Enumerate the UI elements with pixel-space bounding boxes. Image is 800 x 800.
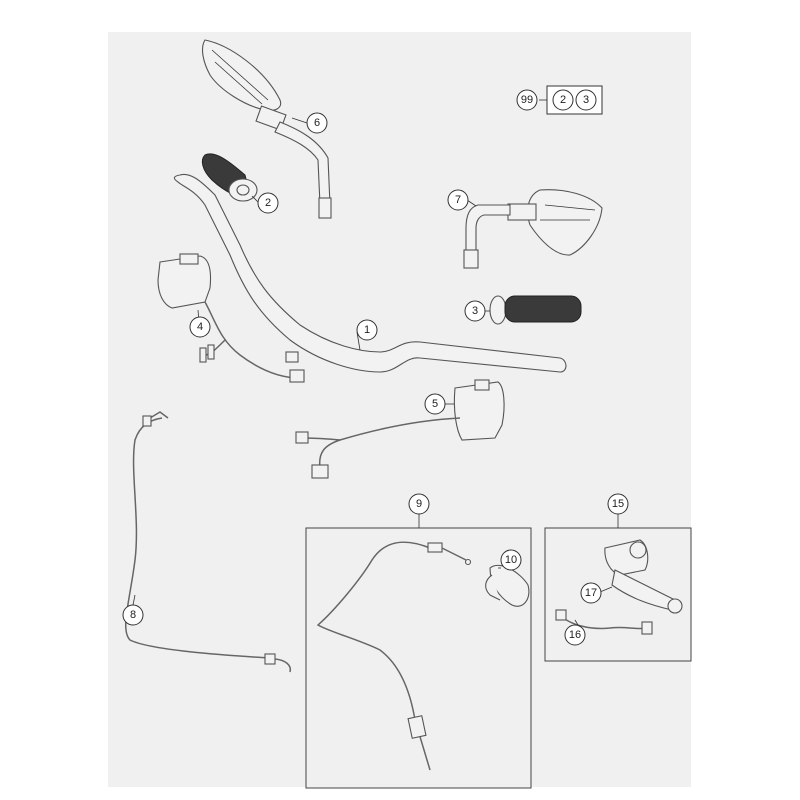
svg-text:9: 9: [416, 498, 422, 510]
callout-4: 4: [189, 316, 211, 338]
mirror-right: [463, 189, 603, 269]
callout-6: 6: [306, 112, 328, 134]
kit-box: 99 2 3: [516, 85, 603, 115]
svg-text:17: 17: [585, 587, 597, 599]
callout-9: 9: [408, 493, 430, 515]
svg-text:4: 4: [197, 321, 203, 333]
callout-16: 16: [564, 624, 586, 646]
mirror-left: [201, 39, 332, 219]
callout-1: 1: [356, 319, 378, 341]
grip-right: [489, 295, 582, 325]
svg-text:5: 5: [432, 398, 438, 410]
svg-text:8: 8: [130, 609, 136, 621]
callout-3: 3: [464, 300, 486, 322]
callout-7: 7: [447, 189, 469, 211]
svg-text:2: 2: [265, 197, 271, 209]
svg-text:6: 6: [314, 117, 320, 129]
svg-text:16: 16: [569, 629, 581, 641]
callout-10: 10: [500, 549, 522, 571]
callout-17: 17: [580, 582, 602, 604]
callout-2: 2: [257, 192, 279, 214]
handlebar: [173, 173, 567, 373]
kit-item-b: 3: [583, 94, 589, 106]
svg-text:1: 1: [364, 324, 370, 336]
kit-item-a: 2: [560, 94, 566, 106]
throttle-cable: [124, 411, 292, 673]
svg-text:3: 3: [472, 305, 478, 317]
svg-text:15: 15: [612, 498, 624, 510]
kit-label: 99: [521, 94, 533, 106]
svg-text:10: 10: [505, 554, 517, 566]
callout-5: 5: [424, 393, 446, 415]
svg-text:7: 7: [455, 194, 461, 206]
callout-15: 15: [607, 493, 629, 515]
grip-left: [201, 153, 258, 202]
switch-right: [295, 379, 505, 479]
callout-8: 8: [122, 604, 144, 626]
switch-left: [157, 253, 305, 383]
